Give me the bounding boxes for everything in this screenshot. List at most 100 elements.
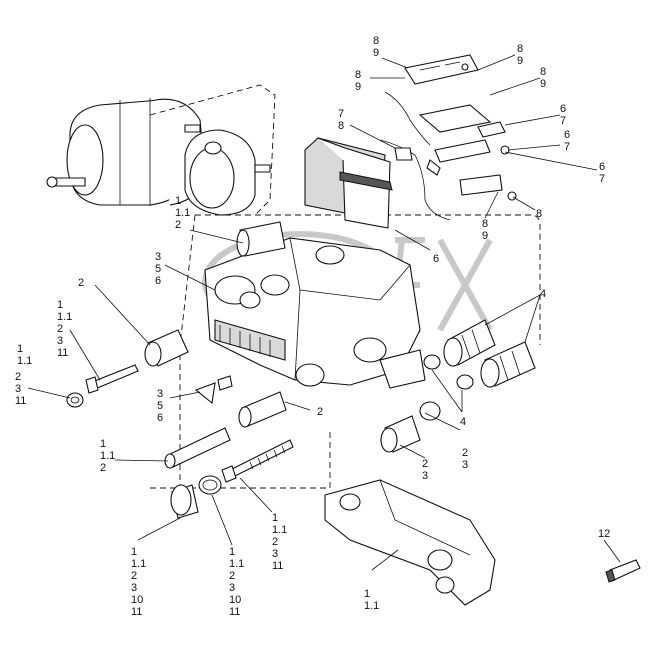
callout-line: 3	[131, 582, 137, 594]
callout-line: 1.1	[57, 311, 72, 323]
callout-line: 2	[422, 458, 428, 470]
callout-8-right: 8	[536, 208, 542, 220]
callout-line: 11	[57, 347, 68, 359]
callout-line: 6	[564, 129, 570, 141]
brake-pads	[304, 137, 393, 229]
callout-line: 2	[317, 406, 323, 418]
callout-line: 1	[17, 343, 23, 355]
callout-line: 1.1	[229, 558, 244, 570]
guide-sleeve-long	[164, 427, 231, 469]
callout-line: 7	[560, 115, 566, 127]
callout-line: 3	[57, 335, 63, 347]
callout-line: 8	[338, 120, 344, 132]
grease-tube	[605, 559, 641, 583]
callout-line: 2	[229, 570, 235, 582]
callout-line: 1	[57, 299, 63, 311]
bellows-upper	[443, 319, 496, 367]
callout-line: 1	[175, 195, 181, 207]
plug-cap	[194, 382, 216, 405]
callout-line: 8	[536, 208, 542, 220]
callout-line: 2	[100, 462, 106, 474]
callout-line: 1	[272, 512, 278, 524]
callout-line: 1.1	[131, 558, 146, 570]
guide-sleeve-upper	[236, 221, 286, 257]
callout-line: 5	[157, 400, 163, 412]
callout-line: 1	[229, 546, 235, 558]
callout-line: 6	[155, 275, 161, 287]
callout-line: 4	[460, 416, 466, 428]
dashed-frame-chamber	[149, 84, 276, 216]
callout-line: 2	[15, 371, 21, 383]
callout-line: 11	[229, 606, 240, 618]
callout-line: 1.1	[175, 207, 190, 219]
callout-6: 6	[433, 253, 439, 265]
washer-left	[66, 392, 84, 408]
callout-line: 3	[272, 548, 278, 560]
callout-line: 8	[540, 66, 546, 78]
callout-line: 6	[560, 103, 566, 115]
callout-line: 11	[131, 606, 142, 618]
callout-12: 12	[598, 528, 610, 540]
bush-small	[217, 375, 233, 391]
callout-2-mid: 2	[317, 406, 323, 418]
callout-line: 6	[599, 161, 605, 173]
callout-line: 6	[157, 412, 163, 424]
callout-line: 2	[57, 323, 63, 335]
callout-line: 11	[272, 560, 283, 572]
callout-line: 8	[355, 69, 361, 81]
brake-chamber	[46, 98, 206, 206]
callout-line: 2	[131, 570, 137, 582]
callout-line: 3	[155, 251, 161, 263]
bellows-lower	[480, 341, 536, 388]
callout-line: 3	[229, 582, 235, 594]
callout-line: 11	[15, 395, 26, 407]
callout-4-top: 4	[540, 288, 546, 300]
callout-line: 1.1	[17, 355, 32, 367]
callout-4-bottom: 4	[460, 416, 466, 428]
callout-line: 9	[373, 47, 379, 59]
callout-line: 8	[373, 35, 379, 47]
callout-line: 10	[131, 594, 143, 606]
bush-right-pair	[423, 354, 474, 390]
callout-line: 9	[517, 55, 523, 67]
callout-line: 1.1	[100, 450, 115, 462]
callout-line: 3	[462, 459, 468, 471]
callout-line: 9	[355, 81, 361, 93]
callout-line: 4	[540, 288, 546, 300]
callout-line: 1	[364, 588, 370, 600]
callout-line: 7	[564, 141, 570, 153]
callout-line: 8	[517, 43, 523, 55]
caliper-housing	[204, 237, 426, 389]
callout-line: 3	[157, 388, 163, 400]
chamber-housing	[184, 129, 271, 216]
callout-line: 2	[78, 277, 84, 289]
callout-line: 12	[598, 528, 610, 540]
callout-line: 3	[422, 470, 428, 482]
callout-2-left: 2	[78, 277, 84, 289]
wear-sensor-cable	[379, 91, 451, 221]
bellows-piston	[380, 401, 441, 453]
callout-line: 3	[15, 383, 21, 395]
callout-line: 1.1	[364, 600, 379, 612]
callout-line: 8	[482, 218, 488, 230]
callout-line: 2	[272, 536, 278, 548]
